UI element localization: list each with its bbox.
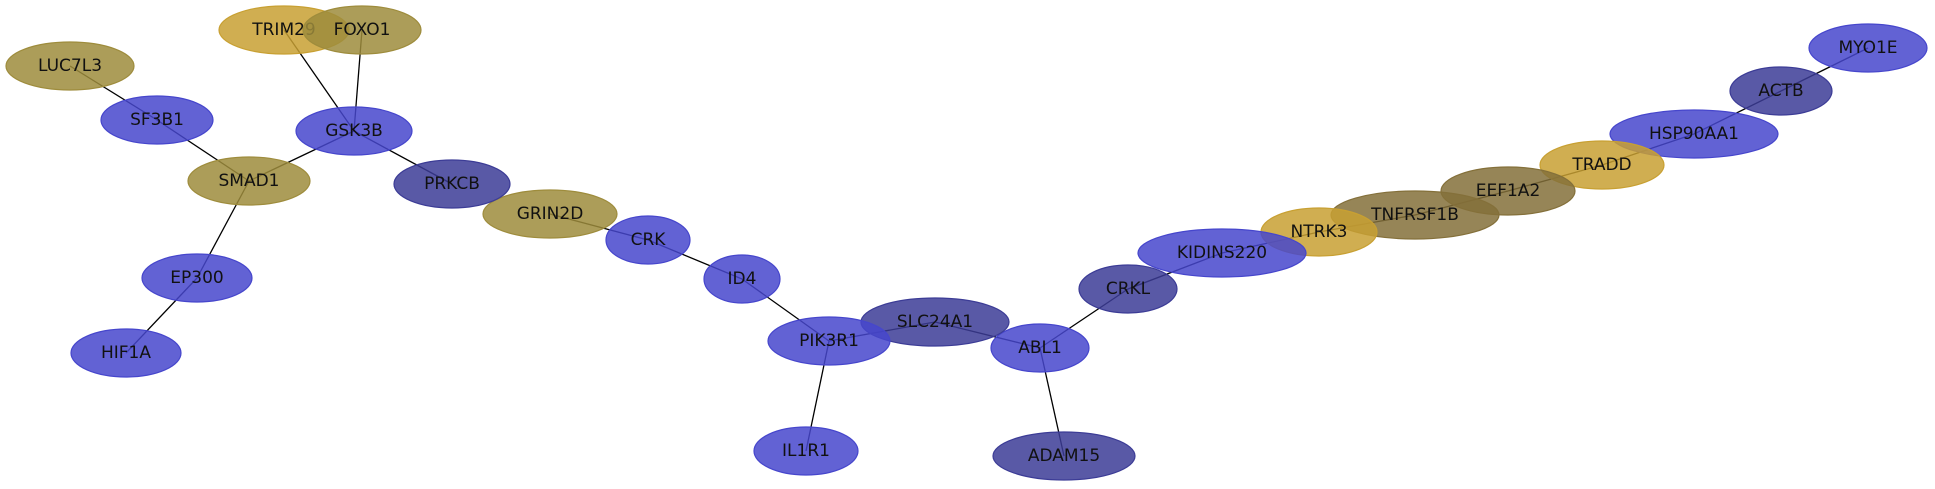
node-shape <box>753 426 859 476</box>
node-il1r1[interactable]: IL1R1 <box>753 426 859 476</box>
node-label: CRK <box>631 230 667 250</box>
node-label: GSK3B <box>325 121 383 141</box>
node-abl1[interactable]: ABL1 <box>990 323 1090 373</box>
node-hsp90aa1[interactable]: HSP90AA1 <box>1609 109 1779 159</box>
node-label: LUC7L3 <box>38 56 102 76</box>
node-shape <box>100 95 214 145</box>
node-smad1[interactable]: SMAD1 <box>187 156 311 206</box>
node-ep300[interactable]: EP300 <box>141 253 253 303</box>
node-shape <box>1539 140 1665 190</box>
node-sf3b1[interactable]: SF3B1 <box>100 95 214 145</box>
node-label: NTRK3 <box>1291 222 1348 242</box>
node-shape <box>1729 66 1833 116</box>
node-label: IL1R1 <box>782 441 830 461</box>
node-slc24a1[interactable]: SLC24A1 <box>860 297 1010 347</box>
node-label: ID4 <box>728 269 757 289</box>
node-actb[interactable]: ACTB <box>1729 66 1833 116</box>
node-label: PRKCB <box>424 174 480 194</box>
node-shape <box>1078 264 1178 314</box>
node-foxo1[interactable]: FOXO1 <box>302 5 422 55</box>
node-label: SF3B1 <box>130 110 184 130</box>
node-label: KIDINS220 <box>1177 243 1267 263</box>
node-kidins220[interactable]: KIDINS220 <box>1137 228 1307 278</box>
node-label: SMAD1 <box>219 171 280 191</box>
node-label: TRIM29 <box>251 20 316 40</box>
node-label: ABL1 <box>1018 338 1062 358</box>
node-shape <box>482 189 618 239</box>
node-shape <box>1808 23 1928 73</box>
node-gsk3b[interactable]: GSK3B <box>295 106 413 156</box>
node-label: HIF1A <box>101 343 151 363</box>
node-label: TNFRSF1B <box>1370 205 1459 225</box>
node-crk[interactable]: CRK <box>605 215 691 265</box>
node-shape <box>992 431 1136 481</box>
node-pik3r1[interactable]: PIK3R1 <box>767 316 891 366</box>
node-shape <box>302 5 422 55</box>
node-label: SLC24A1 <box>897 312 973 332</box>
node-label: PIK3R1 <box>799 331 859 351</box>
node-label: ADAM15 <box>1028 446 1100 466</box>
node-tradd[interactable]: TRADD <box>1539 140 1665 190</box>
node-label: CRKL <box>1106 279 1151 299</box>
node-label: ACTB <box>1758 81 1803 101</box>
node-shape <box>187 156 311 206</box>
node-crkl[interactable]: CRKL <box>1078 264 1178 314</box>
node-label: FOXO1 <box>334 20 391 40</box>
edge-layer <box>69 29 1869 457</box>
node-hif1a[interactable]: HIF1A <box>70 328 182 378</box>
node-shape <box>703 254 781 304</box>
node-label: GRIN2D <box>517 204 584 224</box>
node-shape <box>393 159 511 209</box>
node-label: HSP90AA1 <box>1649 124 1739 144</box>
node-myo1e[interactable]: MYO1E <box>1808 23 1928 73</box>
node-grin2d[interactable]: GRIN2D <box>482 189 618 239</box>
node-label: EEF1A2 <box>1476 181 1541 201</box>
node-prkcb[interactable]: PRKCB <box>393 159 511 209</box>
node-shape <box>767 316 891 366</box>
node-shape <box>990 323 1090 373</box>
node-shape <box>141 253 253 303</box>
node-shape <box>295 106 413 156</box>
node-label: TRADD <box>1571 155 1631 175</box>
node-shape <box>5 41 135 91</box>
node-label: EP300 <box>170 268 223 288</box>
node-shape <box>605 215 691 265</box>
node-luc7l3[interactable]: LUC7L3 <box>5 41 135 91</box>
node-id4[interactable]: ID4 <box>703 254 781 304</box>
node-adam15[interactable]: ADAM15 <box>992 431 1136 481</box>
node-shape <box>70 328 182 378</box>
node-shape <box>1609 109 1779 159</box>
node-shape <box>1137 228 1307 278</box>
node-label: MYO1E <box>1838 38 1897 58</box>
